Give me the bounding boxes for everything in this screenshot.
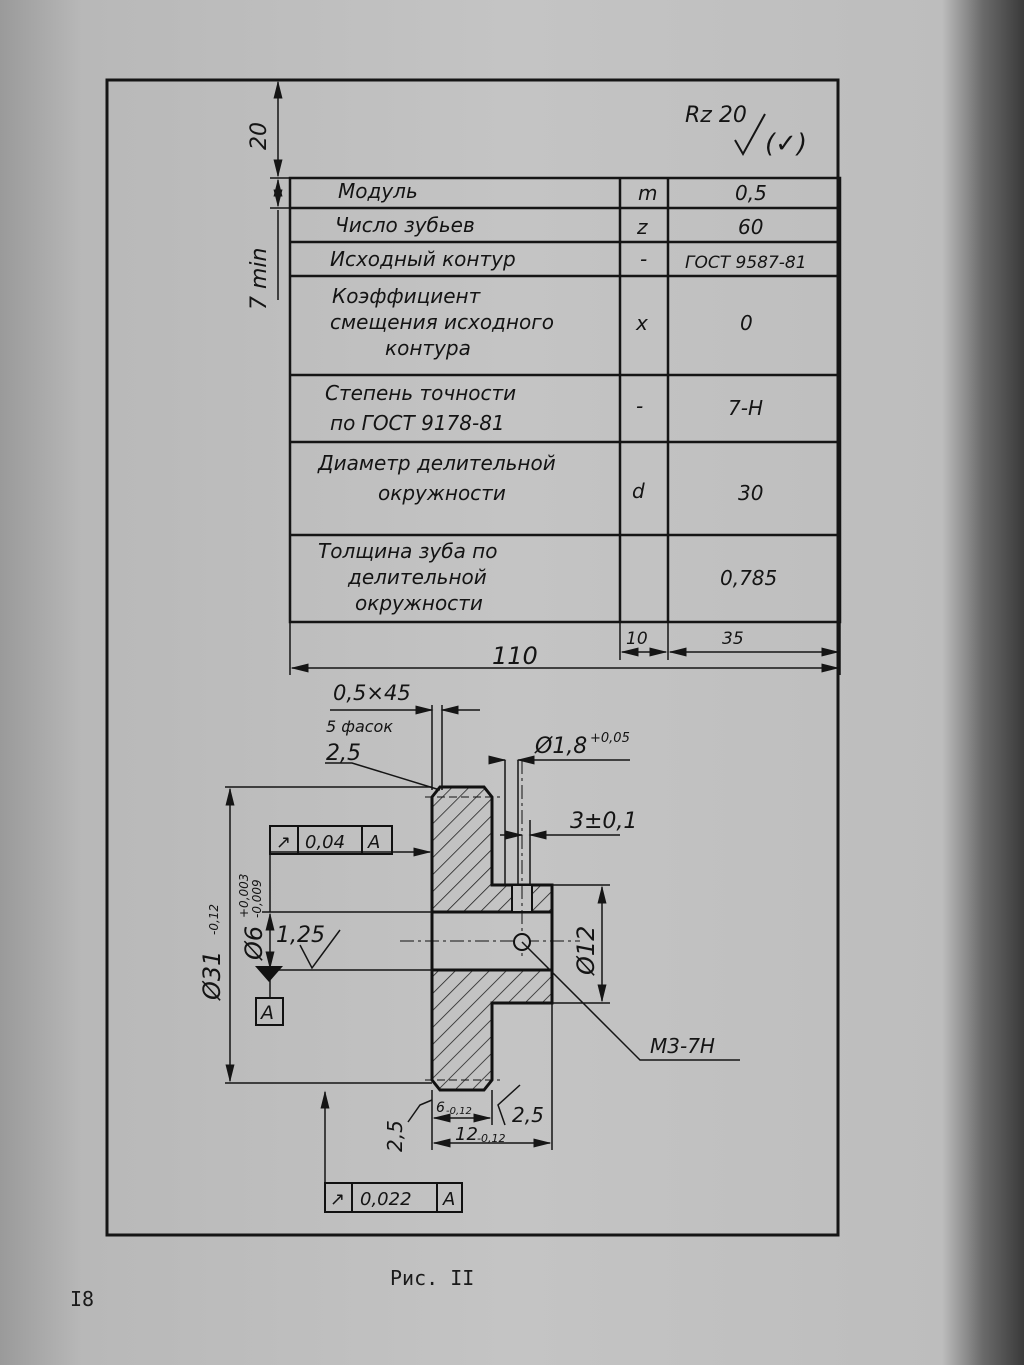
table-param: по ГОСТ 9178-81 [330, 411, 505, 435]
table-param: контура [385, 336, 471, 360]
total-width: 12 [455, 1124, 478, 1145]
dim-table-width: 110 [492, 642, 538, 670]
table-symbol: z [636, 215, 648, 239]
table-param: делительной [347, 565, 487, 589]
hole-position: 3±0,1 [570, 809, 637, 834]
bore-tolerance-lower: -0,009 [250, 879, 264, 918]
table-value: 30 [738, 481, 763, 505]
general-roughness: Rz 20 (✓) [685, 103, 807, 159]
datum-box: A [255, 997, 284, 1026]
part-dimension-lines [225, 705, 740, 1183]
table-symbol: - [636, 394, 643, 418]
bore-roughness: 1,25 [276, 923, 325, 948]
table-param: Коэффициент [332, 284, 482, 308]
table-param: Толщина зуба по [318, 539, 498, 563]
rim-width-tolerance: -0,12 [446, 1106, 472, 1117]
table-symbol: - [640, 247, 647, 271]
outer-diameter-tolerance: -0,12 [207, 904, 221, 935]
runout-datum-top: A [367, 832, 380, 853]
table-symbol: x [635, 311, 648, 335]
table-symbol: d [632, 479, 645, 503]
dim-col-symbol: 10 [626, 629, 648, 649]
hole-diameter-tolerance: +0,05 [590, 731, 630, 746]
runout-icon: ↗ [330, 1189, 345, 1210]
roughness-right: 2,5 [512, 1103, 544, 1127]
table-value: 0,785 [720, 566, 777, 590]
gear-parameters-table [288, 176, 842, 624]
runout-value-bottom: 0,022 [360, 1189, 412, 1210]
hole-diameter: Ø1,8 [534, 734, 587, 759]
runout-icon: ↗ [276, 832, 291, 853]
datum-triangle [255, 966, 283, 982]
table-param: Модуль [338, 179, 418, 203]
roughness-left: 2,5 [383, 1120, 407, 1152]
table-value: ГОСТ 9587-81 [685, 253, 807, 273]
table-value: 60 [738, 215, 763, 239]
gear-section [400, 760, 580, 1092]
bore-tolerance-upper: +0,003 [237, 874, 251, 918]
runout-value-top: 0,04 [305, 832, 345, 853]
dim-table-top: 20 [247, 122, 272, 150]
chamfer-roughness: 2,5 [326, 741, 361, 766]
runout-frame-bottom: ↗ 0,022 A [324, 1182, 463, 1213]
roughness-label: Rz 20 [685, 103, 747, 128]
table-value: 7-Н [728, 396, 763, 420]
table-param: окружности [378, 481, 506, 505]
table-param: Исходный контур [330, 247, 516, 271]
dim-col-value: 35 [722, 629, 744, 649]
dim-row-min: 7 min [247, 248, 272, 310]
table-dimensions [270, 80, 841, 675]
table-param: окружности [355, 591, 483, 615]
total-width-tolerance: -0,12 [477, 1132, 505, 1145]
table-param: Степень точности [325, 381, 516, 405]
chamfer-label: 0,5×45 [333, 681, 411, 705]
chamfer-count-label: 5 фасок [326, 717, 393, 736]
hub-diameter: Ø12 [572, 926, 600, 976]
thread-label: М3-7Н [650, 1034, 715, 1058]
runout-frame-top: ↗ 0,04 A [269, 825, 393, 855]
figure-caption: Рис. II [390, 1266, 474, 1290]
table-value: 0 [740, 311, 753, 335]
table-param: Диаметр делительной [317, 451, 556, 475]
page-number: I8 [70, 1287, 94, 1311]
roughness-other: (✓) [765, 129, 807, 159]
outer-diameter: Ø31 [198, 951, 226, 1001]
table-symbol: m [638, 181, 657, 205]
rim-width: 6 [436, 1100, 445, 1116]
datum-label: A [259, 1002, 274, 1024]
table-param: смещения исходного [330, 310, 554, 334]
drawing-frame [105, 78, 840, 1237]
table-value: 0,5 [735, 181, 767, 205]
bore-diameter: Ø6 [240, 926, 268, 961]
runout-datum-bottom: A [442, 1189, 455, 1210]
table-param: Число зубьев [335, 213, 475, 237]
